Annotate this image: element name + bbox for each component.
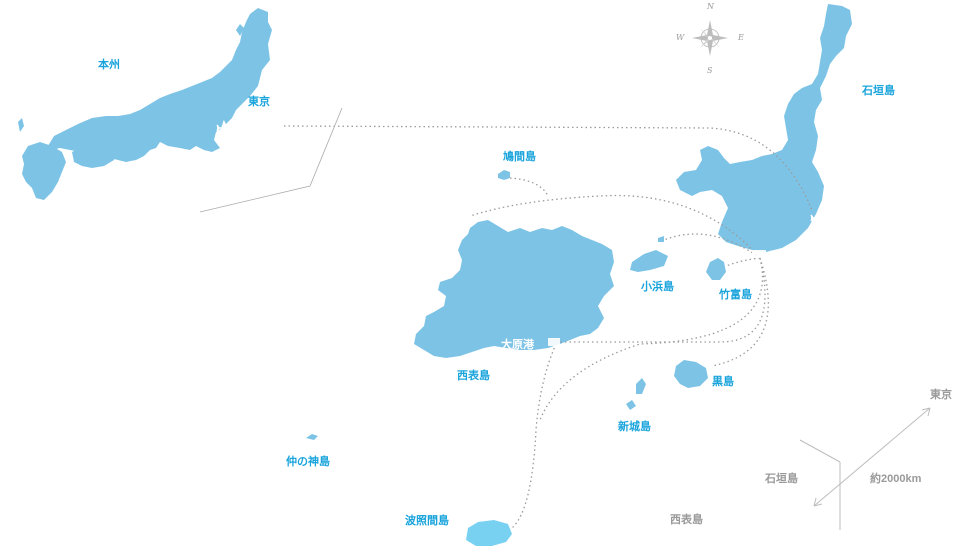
ishigaki-port-label: 石垣 [770, 250, 792, 262]
kyushu-landmass [22, 142, 66, 200]
ishigaki-port-marker [752, 250, 766, 258]
inset-frame [199, 107, 343, 213]
kohama-label: 小浜島 [641, 281, 674, 293]
route-ishigaki-taketomi [725, 257, 761, 267]
hateruma-label: 波照間島 [405, 515, 449, 527]
aragusuku-north-landmass [636, 378, 646, 394]
mainland-japan [18, 8, 272, 200]
inset-tokyo-label: 東京 [930, 389, 952, 401]
tokyo-label: 東京 [248, 96, 270, 108]
iriomote-landmass [414, 220, 614, 358]
kuroshima-landmass [674, 360, 708, 388]
compass-south-label: S [707, 66, 713, 75]
hatoma-landmass [498, 170, 510, 180]
airplane-icon-ishigaki [810, 209, 825, 227]
ishigaki-label: 石垣島 [862, 85, 895, 97]
ishigaki-landmass [676, 4, 852, 252]
honshu-landmass [48, 8, 272, 162]
inset-distance-label: 約2000km [870, 473, 922, 485]
route-ohara-hateruma [511, 343, 557, 529]
kayama-landmass [658, 236, 664, 242]
nakanokami-landmass [306, 434, 318, 440]
honshu-label: 本州 [98, 59, 120, 71]
distance-frame-line [799, 439, 841, 463]
ohara-port-marker [548, 338, 560, 346]
route-hatoma-spur [509, 177, 549, 197]
distance-diagram [799, 407, 931, 530]
hateruma-landmass [466, 520, 512, 546]
distance-arrowhead-top [921, 407, 931, 417]
distance-arrowhead-bottom [813, 497, 823, 507]
nakanokami-label: 仲の神島 [286, 456, 330, 468]
kuroshima-label: 黒島 [712, 376, 734, 388]
route-lines [283, 125, 813, 529]
taketomi-label: 竹富島 [719, 289, 752, 301]
aragusuku-label: 新城島 [618, 421, 651, 433]
route-ishigaki-kohama [663, 233, 761, 259]
ohara-port-label: 大原港 [501, 339, 534, 351]
shikoku-landmass [72, 144, 118, 168]
compass-north-label: N [707, 2, 714, 11]
compass-east-label: E [738, 33, 744, 42]
iriomote-label: 西表島 [457, 370, 490, 382]
distance-arrow-line [813, 407, 931, 507]
inset-iriomote-label: 西表島 [670, 514, 703, 526]
inset-frame-line [199, 107, 343, 213]
route-tokyo-ishigaki [283, 125, 813, 211]
small-islands [306, 170, 726, 440]
compass-west-label: W [676, 33, 685, 42]
taketomi-landmass [706, 258, 726, 280]
aragusuku-south-landmass [626, 400, 636, 410]
hatoma-label: 鳩間島 [503, 151, 536, 163]
airplane-icon-tokyo [216, 119, 231, 137]
tsushima-island [18, 118, 24, 132]
route-ishigaki-kuroshima [711, 257, 769, 367]
route-ishigaki-hatoma [469, 194, 761, 259]
kohama-landmass [630, 250, 668, 272]
compass-icon [692, 20, 728, 56]
inset-ishigaki-label: 石垣島 [765, 473, 798, 485]
sado-island [236, 24, 244, 36]
route-ishigaki-ohara [560, 257, 766, 343]
